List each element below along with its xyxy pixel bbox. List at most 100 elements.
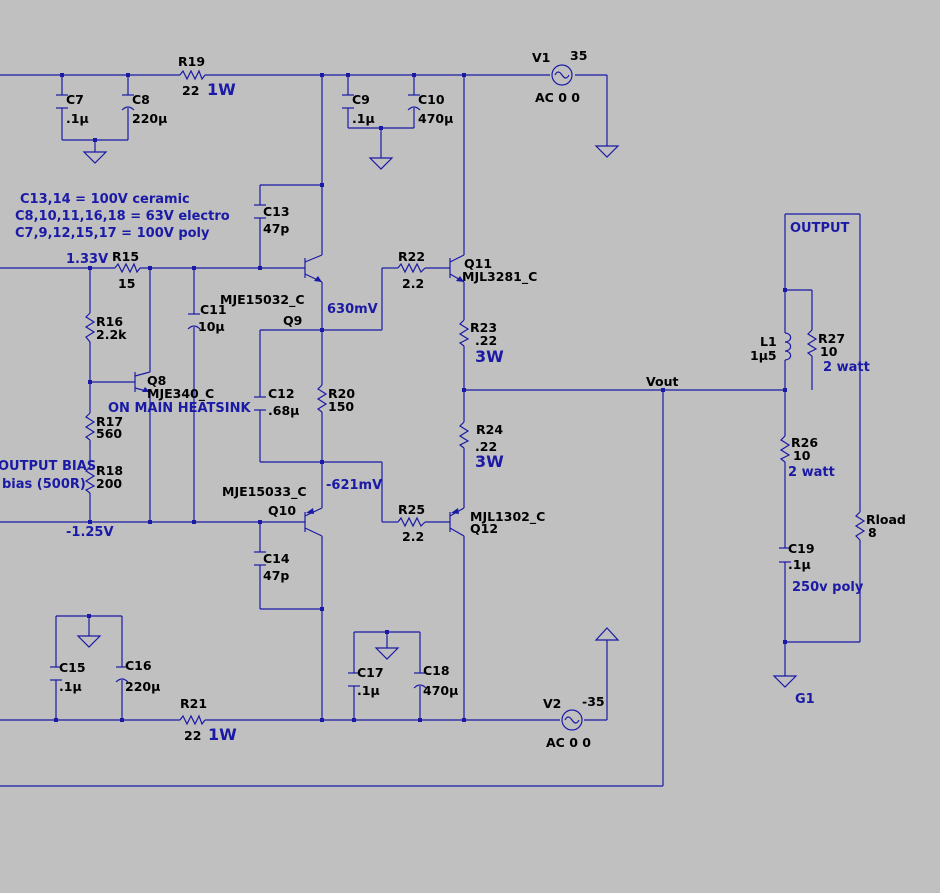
r17-label: R17 [96,414,123,429]
resistor-r17-symbol [84,412,96,441]
r21-power: 1W [208,725,237,744]
r23-value: .22 [475,333,497,348]
r19-value: 22 [182,83,199,98]
resistor-r22-symbol [397,262,426,274]
r27-value: 10 [820,344,838,359]
c10-label: C10 [418,92,445,107]
c19-value: .1µ [788,557,811,572]
note-line-3: C7,9,12,15,17 = 100V poly [15,226,210,241]
source-v2-symbol [561,709,583,731]
transistor-arrows [142,276,464,514]
r27-label: R27 [818,331,845,346]
node-voltage-1-33: 1.33V [66,252,108,267]
c13-label: C13 [263,204,290,219]
r22-value: 2.2 [402,276,424,291]
v1-value: 35 [570,48,587,63]
r15-label: R15 [112,249,139,264]
r21-label: R21 [180,696,207,711]
r22-label: R22 [398,249,425,264]
inductor-l1-symbol [784,332,792,361]
c15-value: .1µ [59,679,82,694]
c8-label: C8 [132,92,150,107]
r18-label: R18 [96,463,123,478]
c12-label: C12 [268,386,295,401]
g1-label: G1 [795,692,815,707]
v1-label: V1 [532,50,550,65]
r26-power: 2 watt [788,465,835,480]
c8-value: 220µ [132,111,167,126]
r23-power: 3W [475,347,504,366]
v1-ac: AC 0 0 [535,90,580,105]
resistor-r16-symbol [84,312,96,343]
r16-label: R16 [96,314,123,329]
r15-value: 15 [118,276,135,291]
ground-symbols [76,145,798,688]
v2-ac: AC 0 0 [546,735,591,750]
r24-value: .22 [475,439,497,454]
c19-label: C19 [788,541,815,556]
r18-value: 200 [96,476,122,491]
q8-part: MJE340_C [147,386,214,402]
c16-label: C16 [125,658,152,673]
l1-label: L1 [760,334,777,349]
output-label: OUTPUT [790,221,850,236]
resistor-r20-symbol [316,384,328,413]
c14-value: 47p [263,568,289,583]
r24-power: 3W [475,452,504,471]
r27-power: 2 watt [823,360,870,375]
c9-label: C9 [352,92,370,107]
r16-value: 2.2k [96,327,127,342]
q8-label: Q8 [147,373,166,388]
source-v2-wave [564,716,580,724]
output-bias-note: OUTPUT BIAS [0,459,96,474]
resistor-r21-symbol [179,714,206,726]
resistor-r15-symbol [114,262,141,274]
q12-part: MJL1302_C [470,509,545,525]
source-v1-symbol [551,64,573,86]
q9-label: Q9 [283,313,302,328]
capacitor-symbols [50,94,791,689]
c9-value: .1µ [352,111,375,126]
c15-label: C15 [59,660,86,675]
c16-value: 220µ [125,679,160,694]
rload-value: 8 [868,525,877,540]
note-line-2: C8,10,11,16,18 = 63V electro [15,209,230,224]
c12-value: .68µ [268,403,299,418]
rload-label: Rload [866,512,906,527]
r25-value: 2.2 [402,529,424,544]
c11-label: C11 [200,302,227,317]
r24-label: R24 [476,422,503,437]
source-v1-wave [554,71,570,79]
r17-value: 560 [96,426,122,441]
resistor-r19-symbol [179,69,206,81]
wires [0,74,861,787]
q12-label: Q12 [470,521,498,536]
c14-label: C14 [263,551,290,566]
resistor-r23-symbol [458,319,470,347]
r21-value: 22 [184,728,201,743]
r23-label: R23 [470,320,497,335]
resistor-r18-symbol [84,466,96,494]
junction-dots [54,73,787,722]
v2-label: V2 [543,696,561,711]
r26-label: R26 [791,435,818,450]
resistor-r24-symbol [458,421,470,449]
vout-label: Vout [646,374,678,389]
l1-value: 1µ5 [750,348,777,363]
node-voltage-neg-1-25: -1.25V [66,525,114,540]
resistor-r27-symbol [806,329,818,357]
q11-label: Q11 [464,256,492,271]
q10-part: MJE15033_C [222,484,307,500]
q10-label: Q10 [268,503,296,518]
resistor-r25-symbol [397,516,426,528]
c17-value: .1µ [357,683,380,698]
bias-note: bias (500R) [2,477,86,492]
resistor-rload-symbol [854,511,866,541]
r26-value: 10 [793,448,811,463]
c10-value: 470µ [418,111,453,126]
r19-label: R19 [178,54,205,69]
r20-label: R20 [328,386,355,401]
resistor-r26-symbol [779,435,791,463]
q9-part: MJE15032_C [220,292,305,308]
